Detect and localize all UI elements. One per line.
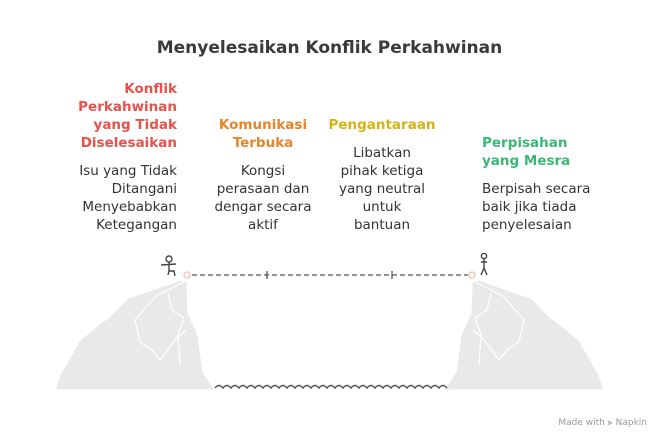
stage-heading: Perpisahan yang Mesra xyxy=(482,134,632,170)
body-line: penyelesaian xyxy=(482,217,572,233)
body-line: pihak ketiga xyxy=(340,163,424,179)
water-waves xyxy=(214,384,448,390)
anchor-point xyxy=(183,271,191,279)
body-line: Libatkan xyxy=(353,145,411,161)
body-line: yang neutral xyxy=(339,181,425,197)
stick-figure-right xyxy=(480,252,488,276)
heading-line: Pengantaraan xyxy=(328,117,436,133)
stage-unresolved-conflict: Konflik Perkahwinan yang Tidak Diselesai… xyxy=(17,80,177,234)
stage-heading: Pengantaraan xyxy=(322,116,442,134)
body-line: Isu yang Tidak xyxy=(79,163,177,179)
body-line: Ditangani xyxy=(111,181,177,197)
heading-line: Perkahwinan xyxy=(78,99,177,115)
stage-mediation: Pengantaraan Libatkan pihak ketiga yang … xyxy=(322,116,442,234)
body-line: Menyebabkan xyxy=(82,199,177,215)
stage-amicable-separation: Perpisahan yang Mesra Berpisah secara ba… xyxy=(482,134,632,234)
body-line: Kongsi xyxy=(240,163,286,179)
anchor-point xyxy=(468,271,476,279)
heading-line: yang Mesra xyxy=(482,153,571,169)
napkin-watermark: Made with ⫸ Napkin xyxy=(558,418,647,428)
body-line: Ketegangan xyxy=(96,217,177,233)
stage-heading: Konflik Perkahwinan yang Tidak Diselesai… xyxy=(17,80,177,152)
heading-line: yang Tidak xyxy=(93,117,177,133)
body-line: perasaan dan xyxy=(216,181,310,197)
stage-description: Isu yang Tidak Ditangani Menyebabkan Ket… xyxy=(17,162,177,234)
stage-open-communication: Komunikasi Terbuka Kongsi perasaan dan d… xyxy=(198,116,328,234)
body-line: bantuan xyxy=(353,217,411,233)
heading-line: Perpisahan xyxy=(482,135,568,151)
stage-description: Berpisah secara baik jika tiada penyeles… xyxy=(482,180,632,234)
left-cliff xyxy=(54,279,217,391)
stage-description: Libatkan pihak ketiga yang neutral untuk… xyxy=(322,144,442,234)
stage-heading: Komunikasi Terbuka xyxy=(198,116,328,152)
body-line: Berpisah secara xyxy=(482,181,591,197)
heading-line: Terbuka xyxy=(232,135,294,151)
heading-line: Komunikasi xyxy=(218,117,308,133)
stage-description: Kongsi perasaan dan dengar secara aktif xyxy=(198,162,328,234)
body-line: aktif xyxy=(248,217,278,233)
body-line: untuk xyxy=(362,199,402,215)
body-line: dengar secara xyxy=(214,199,312,215)
heading-line: Konflik xyxy=(124,81,177,97)
heading-line: Diselesaikan xyxy=(80,135,177,151)
diagram-title: Menyelesaikan Konflik Perkahwinan xyxy=(156,38,503,58)
right-cliff xyxy=(442,279,605,391)
body-line: baik jika tiada xyxy=(482,199,577,215)
stick-figure-left xyxy=(160,255,177,277)
